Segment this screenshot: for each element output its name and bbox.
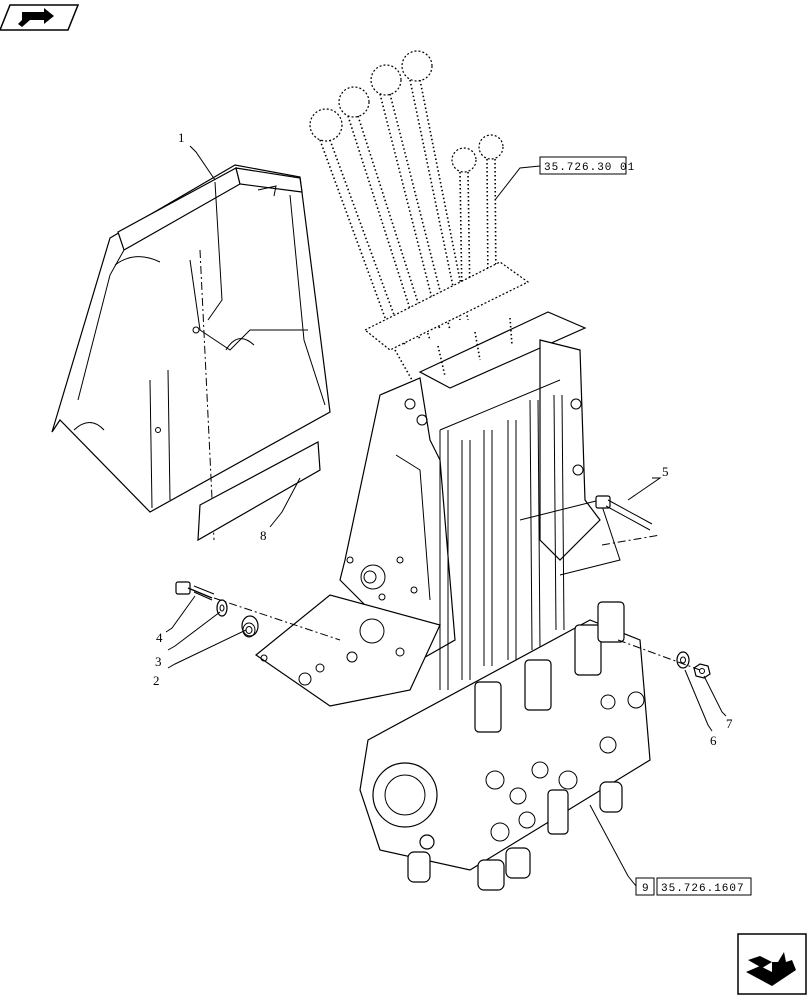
reference-levers-text: 35.726.30 01 [544,162,635,174]
axis-line [617,639,701,671]
washer-part-6 [676,651,690,669]
callout-7[interactable]: 7 [726,716,733,731]
leader-line-5 [627,477,662,501]
control-levers [309,50,587,389]
leader-line-levers [494,165,541,201]
leader-line-valve [589,804,637,887]
leader-line-7 [703,675,727,717]
callout-8[interactable]: 8 [260,528,267,543]
reference-link-valve[interactable]: 9 35.726.1607 [635,877,752,896]
arrow-back-icon [18,8,54,27]
prev-page-button[interactable] [0,4,80,31]
leader-line-3 [167,611,221,651]
reference-valve-text: 35.726.1607 [661,883,745,895]
spacer-part-2 [241,615,259,638]
callout-1[interactable]: 1 [178,130,185,145]
next-page-button[interactable] [737,933,807,995]
cover-shield [51,164,331,541]
nut-part-7 [693,663,711,679]
leader-line-8 [269,477,301,528]
linkage-rods [439,379,565,690]
leader-line-4 [165,595,196,633]
bolt-part-5 [595,495,653,531]
callout-5[interactable]: 5 [662,464,669,479]
leader-line-2 [167,629,247,669]
mat-plate [197,441,321,542]
leader-line-6 [684,669,713,732]
axis-line [213,597,341,641]
callout-3[interactable]: 3 [155,654,162,669]
control-valve [359,601,651,891]
callout-6[interactable]: 6 [710,733,717,748]
leader-line-1 [189,145,216,181]
arrow-forward-icon [746,952,796,986]
callout-2[interactable]: 2 [153,673,160,688]
axis-line [601,534,661,546]
callout-4[interactable]: 4 [156,630,163,645]
reference-link-levers[interactable]: 35.726.30 01 [539,156,635,175]
reference-valve-number: 9 [642,883,650,895]
bolt-part-4 [175,581,215,601]
